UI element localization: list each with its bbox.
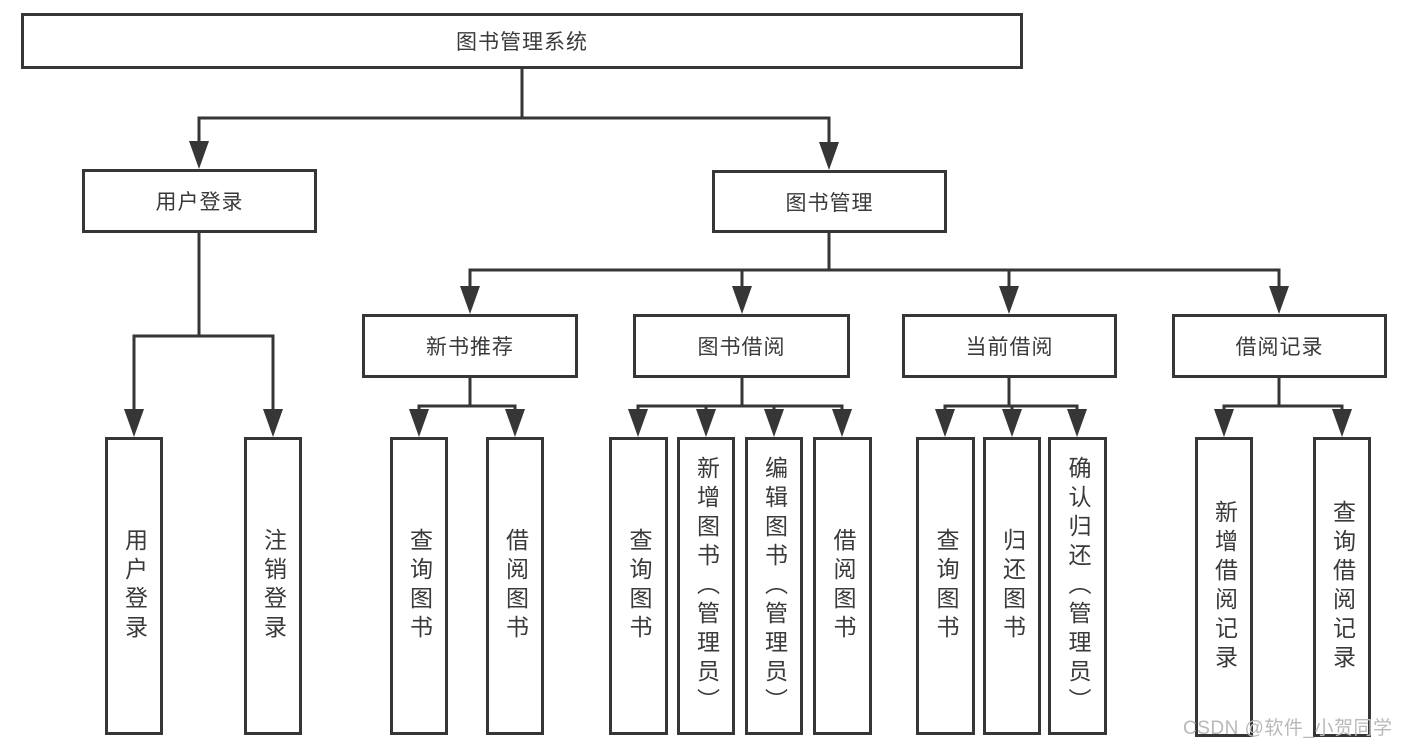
leaf-logout-label: 注销登录	[260, 528, 287, 644]
node-user-login-label: 用户登录	[155, 191, 244, 214]
leaf-borrow-borrow-label: 借阅图书	[830, 528, 856, 644]
leaf-borrow-edit-admin: 编辑图书（管理员）	[745, 437, 803, 735]
node-user-login: 用户登录	[82, 169, 317, 233]
leaf-user-login: 用户登录	[105, 437, 163, 735]
leaf-current-confirm-admin-label: 确认归还（管理员）	[1065, 455, 1091, 717]
leaf-borrow-add-admin: 新增图书（管理员）	[677, 437, 735, 735]
leaf-current-query: 查询图书	[916, 437, 975, 735]
node-new-book-rec-label: 新书推荐	[426, 336, 514, 359]
leaf-user-login-label: 用户登录	[121, 528, 148, 644]
leaf-current-query-label: 查询图书	[933, 528, 959, 644]
node-root-label: 图书管理系统	[456, 31, 588, 54]
leaf-borrow-query: 查询图书	[609, 437, 668, 735]
leaf-records-add: 新增借阅记录	[1195, 437, 1253, 737]
leaf-newbook-query-label: 查询图书	[406, 528, 433, 644]
node-new-book-rec: 新书推荐	[362, 314, 578, 378]
node-book-mgmt: 图书管理	[712, 170, 947, 233]
leaf-borrow-add-admin-label: 新增图书（管理员）	[693, 455, 720, 717]
node-root: 图书管理系统	[21, 13, 1023, 69]
leaf-records-add-label: 新增借阅记录	[1211, 500, 1238, 674]
node-book-borrow-label: 图书借阅	[697, 336, 786, 359]
csdn-watermark: CSDN @软件_小贺同学	[1183, 718, 1393, 739]
node-borrow-records-label: 借阅记录	[1235, 336, 1324, 359]
node-current-borrow-label: 当前借阅	[965, 336, 1054, 359]
node-current-borrow: 当前借阅	[902, 314, 1117, 378]
leaf-current-confirm-admin: 确认归还（管理员）	[1048, 437, 1107, 735]
leaf-records-query-label: 查询借阅记录	[1329, 500, 1356, 674]
node-book-mgmt-label: 图书管理	[785, 191, 874, 215]
node-borrow-records: 借阅记录	[1172, 314, 1387, 378]
leaf-newbook-query: 查询图书	[390, 437, 448, 735]
leaf-newbook-borrow: 借阅图书	[486, 437, 544, 735]
leaf-borrow-query-label: 查询图书	[626, 528, 652, 644]
leaf-logout: 注销登录	[244, 437, 302, 735]
leaf-records-query: 查询借阅记录	[1313, 437, 1371, 737]
leaf-current-return: 归还图书	[983, 437, 1041, 735]
leaf-current-return-label: 归还图书	[999, 528, 1026, 644]
leaf-borrow-edit-admin-label: 编辑图书（管理员）	[761, 455, 788, 717]
node-book-borrow: 图书借阅	[633, 314, 850, 378]
leaf-newbook-borrow-label: 借阅图书	[502, 528, 529, 644]
leaf-borrow-borrow: 借阅图书	[813, 437, 872, 735]
